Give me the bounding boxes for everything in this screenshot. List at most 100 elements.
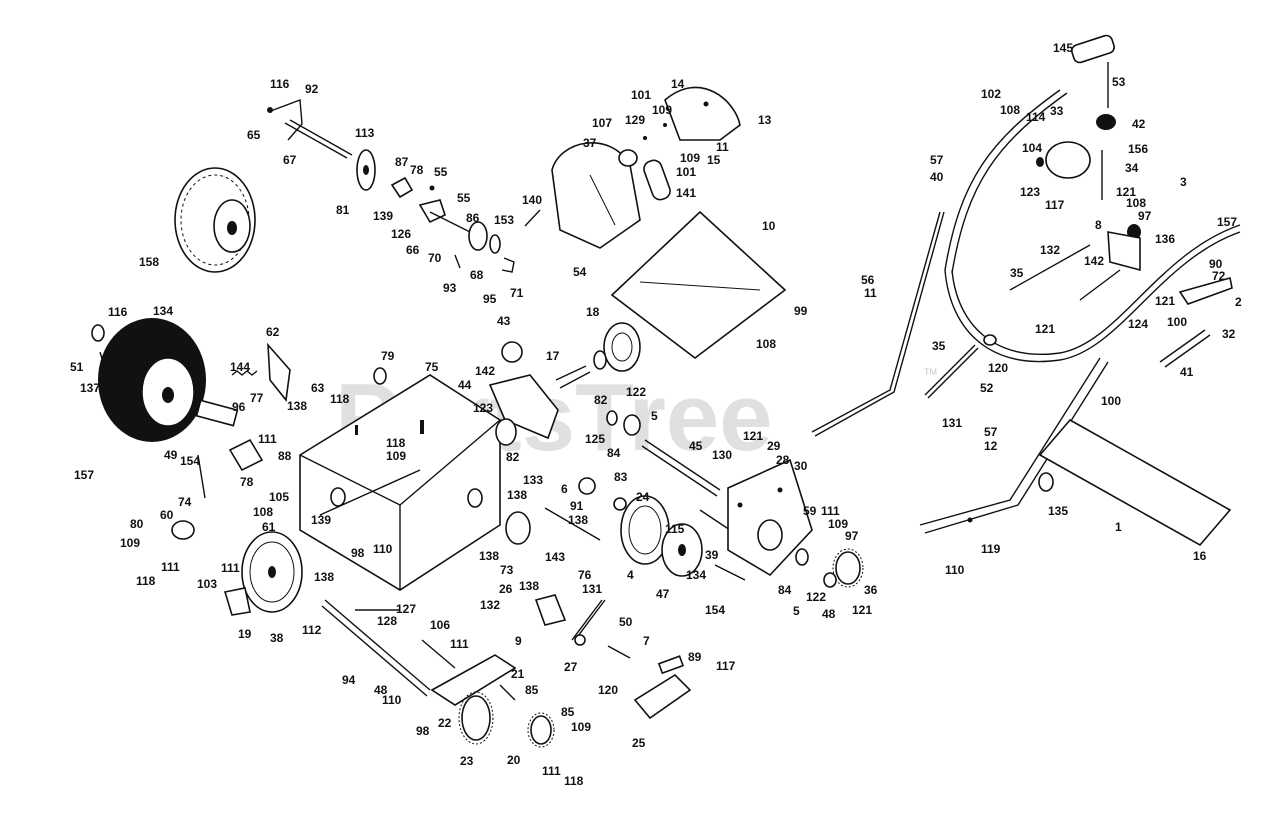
callout-50: 50 bbox=[619, 615, 633, 629]
callout-116: 116 bbox=[270, 77, 290, 91]
callout-139: 139 bbox=[311, 513, 331, 527]
callout-49: 49 bbox=[164, 448, 178, 462]
callout-89: 89 bbox=[688, 650, 702, 664]
callout-157: 157 bbox=[74, 468, 94, 482]
left-side-levers bbox=[195, 342, 291, 499]
rods-mid bbox=[544, 507, 746, 581]
callout-68: 68 bbox=[470, 268, 484, 282]
callout-111: 111 bbox=[221, 561, 240, 575]
callout-24: 24 bbox=[636, 490, 650, 504]
callout-7: 7 bbox=[643, 634, 650, 648]
callout-110: 110 bbox=[373, 542, 393, 556]
callout-42: 42 bbox=[1132, 117, 1146, 131]
callout-30: 30 bbox=[794, 459, 808, 473]
callout-35: 35 bbox=[932, 339, 946, 353]
callout-109: 109 bbox=[652, 103, 672, 117]
callout-154: 154 bbox=[705, 603, 725, 617]
callout-138: 138 bbox=[287, 399, 307, 413]
callout-38: 38 bbox=[270, 631, 284, 645]
callout-142: 142 bbox=[475, 364, 495, 378]
callout-41: 41 bbox=[1180, 365, 1194, 379]
callout-123: 123 bbox=[1020, 185, 1040, 199]
callout-83: 83 bbox=[614, 470, 628, 484]
callout-29: 29 bbox=[767, 439, 781, 453]
plate-1 bbox=[1038, 418, 1232, 547]
callout-143: 143 bbox=[545, 550, 565, 564]
callout-154: 154 bbox=[180, 454, 200, 468]
callout-78: 78 bbox=[410, 163, 424, 177]
callout-78: 78 bbox=[240, 475, 254, 489]
callout-110: 110 bbox=[945, 563, 965, 577]
sprocket-right bbox=[823, 548, 864, 588]
callout-109: 109 bbox=[680, 151, 700, 165]
callout-118: 118 bbox=[330, 392, 350, 406]
shift-linkage bbox=[534, 594, 631, 659]
callout-60: 60 bbox=[160, 508, 174, 522]
callout-120: 120 bbox=[598, 683, 618, 697]
callout-122: 122 bbox=[806, 590, 826, 604]
callout-110: 110 bbox=[382, 693, 402, 707]
callout-98: 98 bbox=[416, 724, 430, 738]
callout-37: 37 bbox=[583, 136, 597, 150]
callout-91: 91 bbox=[570, 499, 584, 513]
callout-19: 19 bbox=[238, 627, 252, 641]
callout-115: 115 bbox=[665, 522, 685, 536]
callout-40: 40 bbox=[930, 170, 944, 184]
callout-80: 80 bbox=[130, 517, 144, 531]
callout-57: 57 bbox=[984, 425, 998, 439]
callout-131: 131 bbox=[942, 416, 962, 430]
callout-84: 84 bbox=[778, 583, 792, 597]
callout-100: 100 bbox=[1167, 315, 1187, 329]
friction-disc bbox=[505, 477, 703, 577]
callout-47: 47 bbox=[656, 587, 670, 601]
handlebar-upper bbox=[944, 34, 1241, 368]
callout-77: 77 bbox=[250, 391, 264, 405]
callout-117: 117 bbox=[716, 659, 736, 673]
callout-59: 59 bbox=[803, 504, 817, 518]
callout-117: 117 bbox=[1045, 198, 1065, 212]
callout-35: 35 bbox=[1010, 266, 1024, 280]
part-25-block bbox=[633, 655, 692, 720]
callout-54: 54 bbox=[573, 265, 587, 279]
callout-141: 141 bbox=[676, 186, 696, 200]
callout-73: 73 bbox=[500, 563, 514, 577]
callout-131: 131 bbox=[582, 582, 602, 596]
callout-109: 109 bbox=[120, 536, 140, 550]
callout-87: 87 bbox=[395, 155, 409, 169]
callout-85: 85 bbox=[561, 705, 575, 719]
callout-84: 84 bbox=[607, 446, 621, 460]
callout-109: 109 bbox=[571, 720, 591, 734]
callout-99: 99 bbox=[794, 304, 808, 318]
gear-housing bbox=[373, 322, 641, 446]
callout-103: 103 bbox=[197, 577, 217, 591]
callout-97: 97 bbox=[1138, 209, 1152, 223]
callout-114: 114 bbox=[1026, 110, 1046, 124]
rod-56 bbox=[811, 211, 945, 437]
callout-27: 27 bbox=[564, 660, 578, 674]
callout-127: 127 bbox=[396, 602, 416, 616]
callout-142: 142 bbox=[1084, 254, 1104, 268]
callout-125: 125 bbox=[585, 432, 605, 446]
callout-111: 111 bbox=[258, 432, 277, 446]
callout-72: 72 bbox=[1212, 269, 1226, 283]
callout-126: 126 bbox=[391, 227, 411, 241]
callout-108: 108 bbox=[1126, 196, 1146, 210]
main-frame bbox=[299, 374, 501, 591]
callout-55: 55 bbox=[457, 191, 471, 205]
callout-21: 21 bbox=[511, 667, 525, 681]
callout-138: 138 bbox=[519, 579, 539, 593]
callout-67: 67 bbox=[283, 153, 297, 167]
callout-76: 76 bbox=[578, 568, 592, 582]
rod-35-lower bbox=[924, 334, 997, 399]
callout-71: 71 bbox=[510, 286, 524, 300]
callout-96: 96 bbox=[232, 400, 246, 414]
callout-90: 90 bbox=[1209, 257, 1223, 271]
drive-belt-and-bracket bbox=[643, 86, 741, 201]
callout-82: 82 bbox=[506, 450, 520, 464]
callout-13: 13 bbox=[758, 113, 772, 127]
callout-108: 108 bbox=[1000, 103, 1020, 117]
callout-32: 32 bbox=[1222, 327, 1236, 341]
